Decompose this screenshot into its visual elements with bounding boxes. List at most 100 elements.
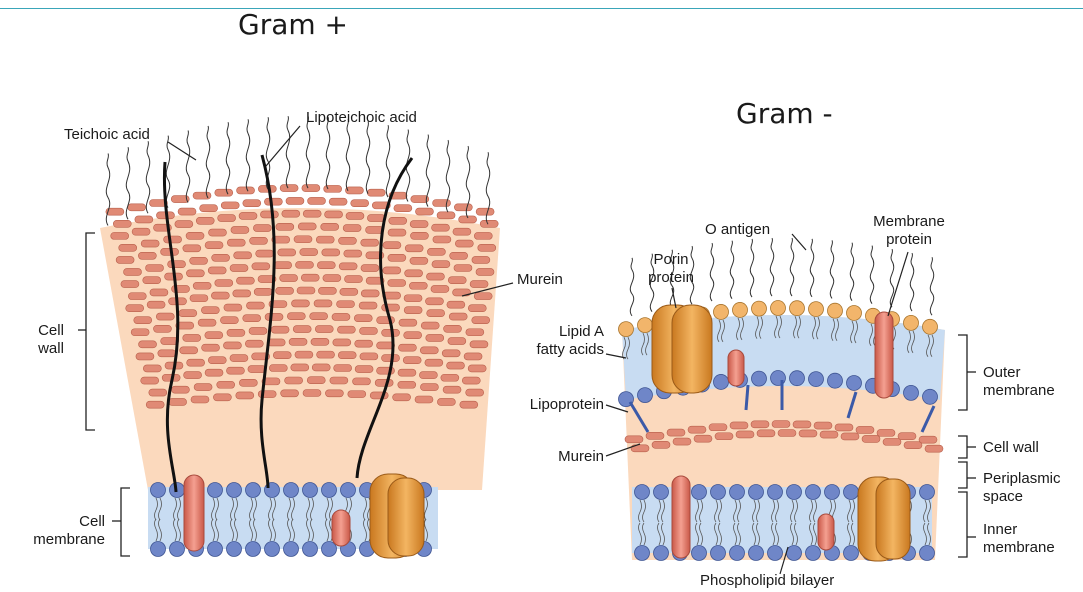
murein-unit <box>198 319 216 326</box>
murein-unit <box>318 287 336 294</box>
murein-unit <box>433 236 451 243</box>
label-membrane-protein-line2: protein <box>866 231 952 249</box>
murein-unit <box>280 185 298 192</box>
gn-inner-protein-red <box>672 476 690 558</box>
murein-unit <box>361 239 379 246</box>
lipid-head <box>692 485 707 500</box>
murein-unit <box>793 421 811 428</box>
murein-unit <box>388 229 406 236</box>
murein-unit <box>183 334 201 341</box>
surface-chain <box>346 119 349 191</box>
lipid-head <box>322 483 337 498</box>
murein-unit <box>856 426 874 433</box>
label-porin-line1: Porin <box>636 251 706 269</box>
murein-unit <box>291 300 309 307</box>
murein-unit <box>427 310 445 317</box>
murein-unit <box>398 369 416 376</box>
murein-unit <box>303 390 321 397</box>
murein-unit <box>201 307 219 314</box>
lipid-head <box>638 388 653 403</box>
murein-unit <box>132 228 150 235</box>
gn-periplasmic-bracket <box>958 462 967 488</box>
murein-unit <box>405 270 423 277</box>
murein-unit <box>196 217 214 224</box>
murein-unit <box>237 187 255 194</box>
murein-unit <box>476 268 494 275</box>
murein-unit <box>437 212 455 219</box>
murein-unit <box>316 236 334 243</box>
murein-unit <box>325 390 343 397</box>
lipid-head <box>654 546 669 561</box>
murein-unit <box>421 322 439 329</box>
murein-unit <box>470 281 488 288</box>
murein-unit <box>269 365 287 372</box>
murein-unit <box>444 325 462 332</box>
murein-unit <box>405 245 423 252</box>
lipid-head <box>692 546 707 561</box>
murein-unit <box>673 438 691 445</box>
surface-chain <box>186 131 189 203</box>
lps-head <box>752 301 767 316</box>
lipid-head <box>844 485 859 500</box>
murein-unit <box>337 326 355 333</box>
murein-unit <box>233 290 251 297</box>
murein-unit <box>280 275 298 282</box>
murein-unit <box>355 340 373 347</box>
murein-unit <box>265 313 283 320</box>
label-lipid-a-line2: fatty acids <box>500 341 604 359</box>
lipid-head <box>787 546 802 561</box>
murein-unit <box>260 211 278 218</box>
murein-unit <box>223 342 241 349</box>
murein-unit <box>287 313 305 320</box>
murein-unit <box>343 225 361 232</box>
label-gp-cell-membrane-line1: Cell <box>10 513 105 531</box>
murein-unit <box>171 386 189 393</box>
murein-unit <box>757 430 775 437</box>
murein-unit <box>359 302 377 309</box>
murein-unit <box>131 329 149 336</box>
murein-unit <box>448 338 466 345</box>
murein-unit <box>281 390 299 397</box>
lipid-head <box>730 546 745 561</box>
surface-chain <box>166 136 169 208</box>
lipid-head <box>208 542 223 557</box>
gn-porin-protein <box>652 305 712 393</box>
murein-unit <box>191 396 209 403</box>
murein-unit <box>398 381 416 388</box>
murein-unit <box>340 288 358 295</box>
murein-unit <box>441 374 459 381</box>
lipid-head <box>170 542 185 557</box>
murein-unit <box>367 189 385 196</box>
murein-unit <box>399 319 417 326</box>
surface-chain <box>206 126 209 198</box>
murein-unit <box>186 270 204 277</box>
murein-unit <box>291 364 309 371</box>
murein-unit <box>215 189 233 196</box>
murein-unit <box>146 264 164 271</box>
murein-unit <box>134 317 152 324</box>
lipid-head <box>284 542 299 557</box>
murein-unit <box>470 341 488 348</box>
lipid-head <box>151 542 166 557</box>
lipid-head <box>730 485 745 500</box>
murein-unit <box>256 250 274 257</box>
lps-head <box>809 302 824 317</box>
gram-positive-diagram <box>78 116 513 558</box>
murein-unit <box>925 445 943 452</box>
murein-unit <box>425 359 443 366</box>
murein-unit <box>904 442 922 449</box>
murein-unit <box>778 430 796 437</box>
murein-unit <box>450 252 468 259</box>
murein-unit <box>625 436 643 443</box>
murein-unit <box>248 366 266 373</box>
murein-unit <box>149 389 167 396</box>
murein-unit <box>383 242 401 249</box>
murein-unit <box>353 378 371 385</box>
murein-unit <box>285 377 303 384</box>
murein-unit <box>158 350 176 357</box>
lipid-head <box>923 389 938 404</box>
murein-unit <box>312 364 330 371</box>
lipid-head <box>809 372 824 387</box>
murein-unit <box>212 254 230 261</box>
o-antigen-chain <box>630 258 633 316</box>
